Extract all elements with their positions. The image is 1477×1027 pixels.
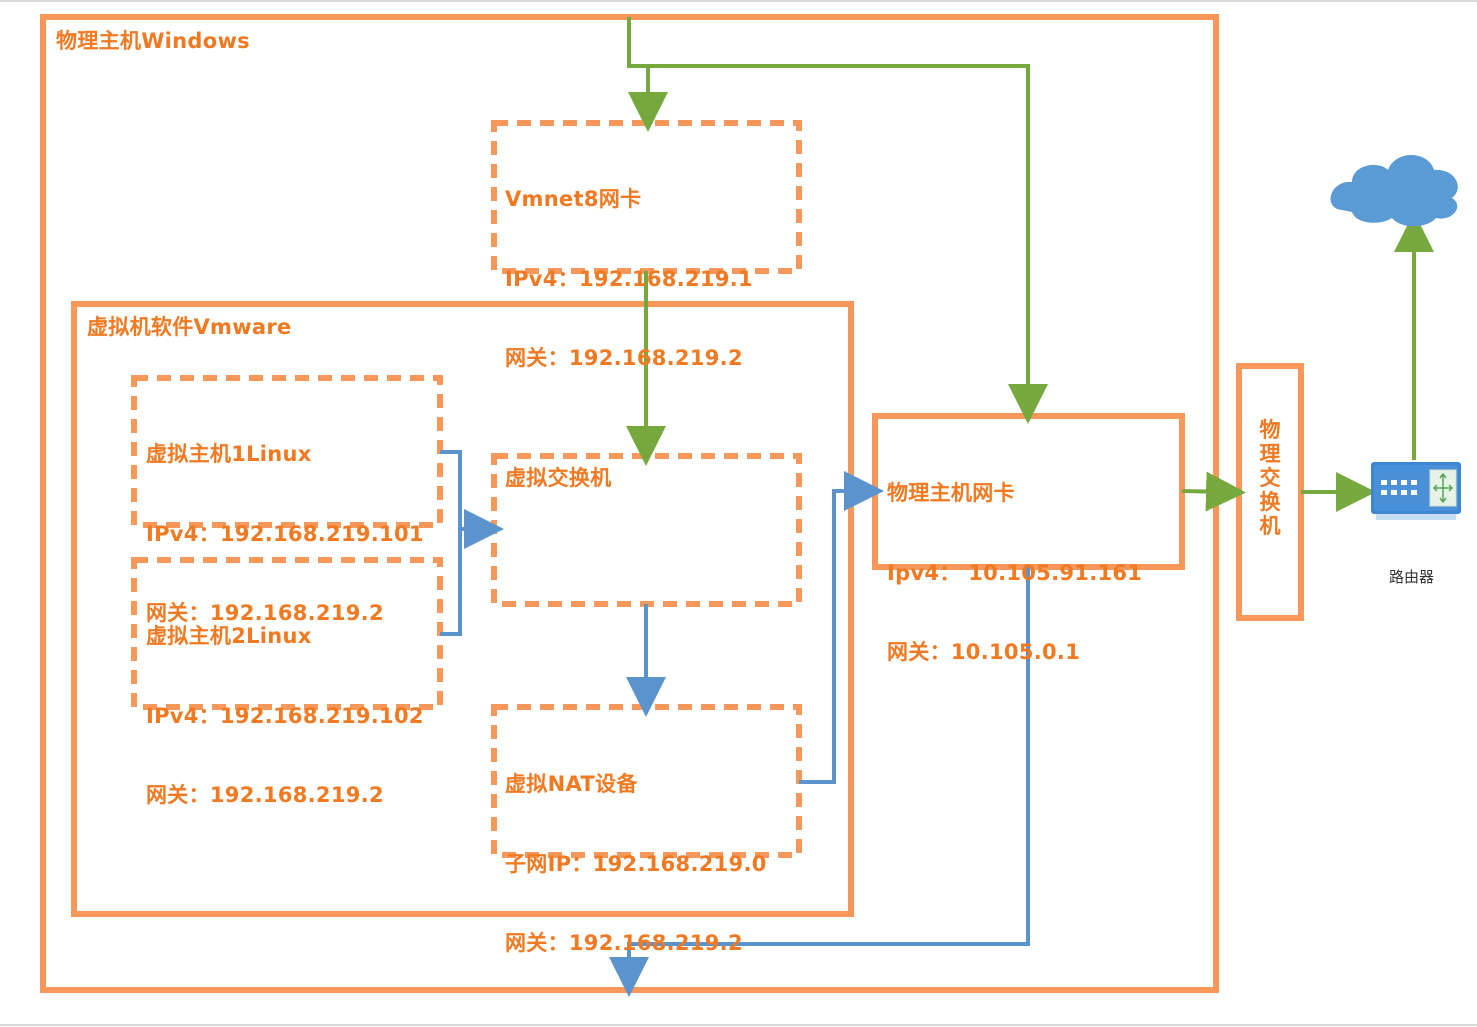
nat-device-label: 虚拟NAT设备 子网IP：192.168.219.0 网关：192.168.21… [505,718,767,1010]
vmnet8-title: Vmnet8网卡 [505,187,642,211]
nat-device-subnet: 子网IP：192.168.219.0 [505,851,767,876]
host-nic-gateway: 网关：10.105.0.1 [887,640,1081,664]
cloud-icon [1330,155,1458,227]
nat-device-gateway: 网关：192.168.219.2 [505,931,743,955]
vm2-ipv4: IPv4：192.168.219.102 [146,703,424,728]
physical-host-title: 物理主机Windows [56,29,250,53]
vmnet8-ipv4: IPv4：192.168.219.1 [505,266,753,291]
vmnet8-gateway: 网关：192.168.219.2 [505,346,743,370]
vmware-frame [71,301,854,917]
vm1-ipv4: IPv4：192.168.219.101 [146,521,424,546]
virtual-switch-title: 虚拟交换机 [505,466,612,490]
vm2-label: 虚拟主机2Linux IPv4：192.168.219.102 网关：192.1… [146,570,424,862]
router-icon [1371,462,1461,520]
vm1-label: 虚拟主机1Linux IPv4：192.168.219.101 网关：192.1… [146,388,424,680]
nat-device-title: 虚拟NAT设备 [505,772,638,796]
vm1-gateway: 网关：192.168.219.2 [146,601,384,625]
blue-link-nat-to-nic [799,471,884,784]
blue-link-nic-down [609,567,1030,997]
green-link-nic-to-phys-switch [1181,471,1246,512]
vm1-title: 虚拟主机1Linux [146,442,312,466]
vmnet8-label: Vmnet8网卡 IPv4：192.168.219.1 网关：192.168.2… [505,133,753,425]
blue-link-vm2 [440,529,462,636]
top-border [0,0,1477,2]
vm2-title: 虚拟主机2Linux [146,624,312,648]
bottom-border [0,1024,1477,1026]
physical-switch-title: 物理交换机 [1259,418,1281,538]
green-link-top [627,17,1048,424]
vmware-title: 虚拟机软件Vmware [87,315,292,339]
host-nic-title: 物理主机网卡 [887,481,1015,505]
host-nic-ipv4: Ipv4： 10.105.91.161 [887,560,1143,585]
host-nic-label: 物理主机网卡 Ipv4： 10.105.91.161 网关：10.105.0.1 [887,427,1142,719]
vm2-gateway: 网关：192.168.219.2 [146,783,384,807]
router-label: 路由器 [1389,568,1435,586]
blue-link-vm1 [440,450,504,549]
